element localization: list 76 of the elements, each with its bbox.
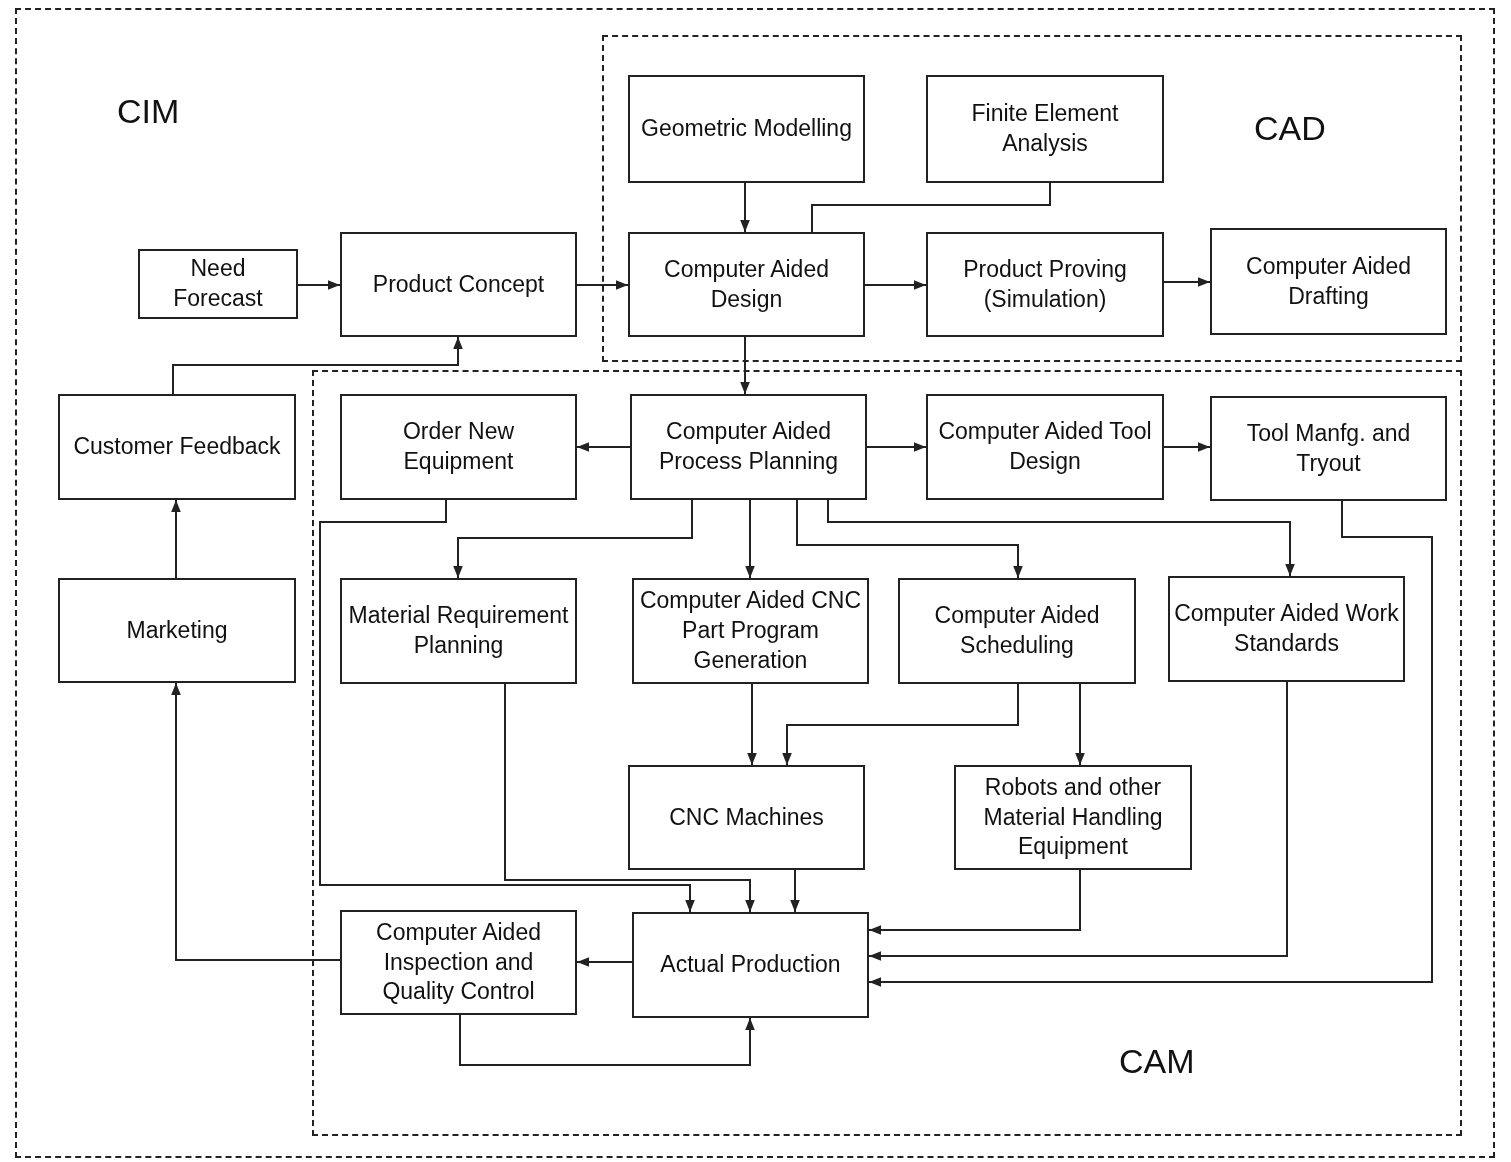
box-label: Material Requirement Planning bbox=[347, 601, 570, 660]
arrow bbox=[868, 869, 1081, 935]
arrow bbox=[576, 280, 629, 290]
box-label: CNC Machines bbox=[668, 802, 825, 832]
box-label: Computer Aided Inspection and Quality Control bbox=[375, 917, 542, 1007]
process-box bbox=[1210, 228, 1447, 335]
process-box bbox=[138, 249, 298, 319]
dashed-region bbox=[602, 35, 1462, 362]
box-label: Tool Manfg. and Tryout bbox=[1245, 418, 1412, 478]
box-label: Computer Aided Drafting bbox=[1245, 251, 1412, 311]
dashed-region bbox=[15, 8, 1495, 1158]
box-label: Computer Aided Scheduling bbox=[933, 601, 1101, 660]
process-box bbox=[926, 232, 1164, 337]
process-box bbox=[628, 232, 865, 337]
box-label: Finite Element Analysis bbox=[970, 99, 1120, 158]
process-box bbox=[340, 394, 577, 500]
region-heading: CAD bbox=[1254, 109, 1326, 148]
dashed-region bbox=[312, 370, 1462, 1136]
arrow bbox=[796, 499, 1023, 579]
box-label: Customer Feedback bbox=[72, 432, 282, 462]
arrow bbox=[740, 182, 750, 233]
process-box bbox=[954, 765, 1192, 870]
region-heading: CIM bbox=[117, 92, 180, 131]
box-label: Computer Aided Process Planning bbox=[658, 417, 839, 476]
region-heading: CAM bbox=[1119, 1042, 1195, 1081]
box-label: Order New Equipment bbox=[401, 417, 516, 476]
arrow bbox=[782, 683, 1019, 766]
arrow bbox=[576, 442, 631, 452]
arrow bbox=[868, 500, 1433, 987]
process-box bbox=[926, 394, 1164, 500]
arrow bbox=[866, 442, 927, 452]
arrow bbox=[172, 336, 463, 395]
box-label: Computer Aided Tool Design bbox=[937, 417, 1153, 476]
arrow bbox=[827, 499, 1295, 577]
arrow bbox=[747, 683, 757, 766]
arrow bbox=[1075, 683, 1085, 766]
process-box bbox=[58, 578, 296, 683]
arrow bbox=[1163, 442, 1211, 452]
box-label: Product Proving (Simulation) bbox=[962, 254, 1128, 314]
arrow bbox=[171, 499, 181, 579]
process-box bbox=[1210, 396, 1447, 501]
arrow bbox=[790, 869, 800, 913]
box-label: Robots and other Material Handling Equipment bbox=[982, 772, 1164, 862]
arrow bbox=[868, 681, 1288, 961]
box-label: Computer Aided Design bbox=[663, 254, 830, 314]
process-box bbox=[628, 75, 865, 183]
process-box bbox=[898, 578, 1136, 684]
connector-line bbox=[811, 182, 1051, 233]
arrow bbox=[297, 280, 341, 290]
process-box bbox=[632, 578, 869, 684]
arrow bbox=[1163, 277, 1211, 287]
box-label: Marketing bbox=[125, 615, 229, 645]
process-box bbox=[1168, 576, 1405, 682]
process-box bbox=[628, 765, 865, 870]
process-box bbox=[630, 394, 867, 500]
process-box bbox=[340, 910, 577, 1015]
box-label: Actual Production bbox=[659, 950, 842, 980]
arrow bbox=[864, 280, 927, 290]
process-box bbox=[340, 232, 577, 337]
box-label: Need Forecast bbox=[172, 254, 264, 313]
process-box bbox=[632, 912, 869, 1018]
process-box bbox=[58, 394, 296, 500]
process-box bbox=[926, 75, 1164, 183]
arrow bbox=[745, 499, 755, 579]
box-label: Geometric Modelling bbox=[640, 114, 853, 144]
arrow bbox=[453, 499, 693, 579]
arrow bbox=[576, 957, 633, 967]
box-label: Computer Aided Work Standards bbox=[1173, 599, 1400, 658]
arrow bbox=[459, 1014, 755, 1066]
process-box bbox=[340, 578, 577, 684]
arrow bbox=[504, 683, 755, 913]
arrow bbox=[740, 336, 750, 395]
arrow bbox=[171, 682, 341, 961]
box-label: Computer Aided CNC Part Program Generation bbox=[638, 586, 863, 675]
arrow bbox=[319, 499, 695, 913]
box-label: Product Concept bbox=[371, 269, 546, 299]
